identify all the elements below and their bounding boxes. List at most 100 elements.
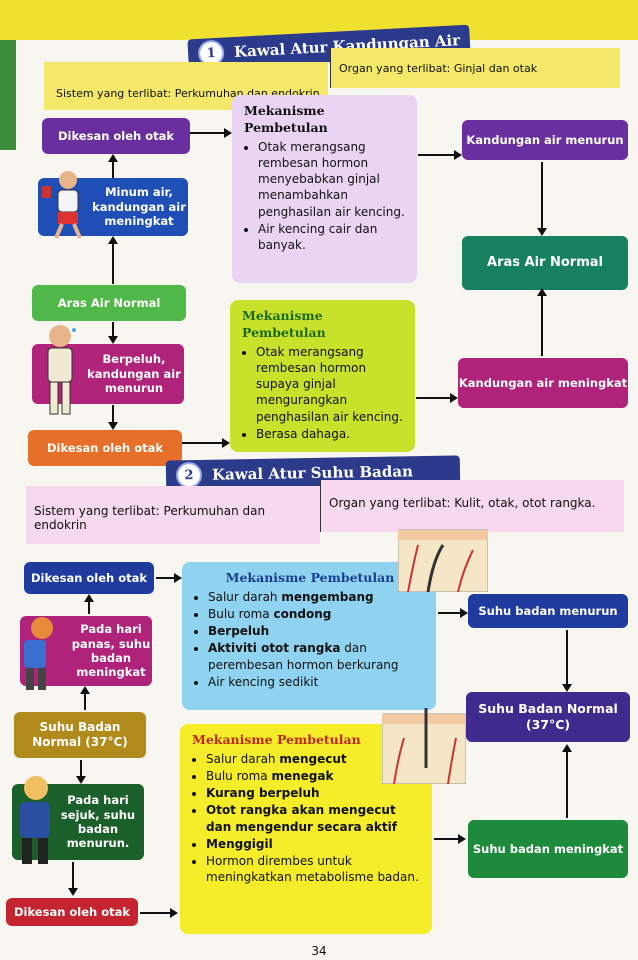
s1-detected-brain-bottom: Dikesan oleh otak (28, 430, 182, 466)
arrow-head (537, 288, 547, 296)
arrow (140, 912, 172, 914)
arrow (84, 692, 86, 710)
s1-mechanism-1: Mekanisme Pembetulan Otak merangsang rem… (232, 95, 417, 283)
arrow-head (108, 336, 118, 344)
skin-cold-diagram-icon (382, 708, 466, 784)
arrow (112, 160, 114, 178)
arrow (112, 242, 114, 284)
s2-mechanism-1: Mekanisme Pembetulan Salur darah mengemb… (182, 562, 436, 710)
arrow-head (76, 776, 86, 784)
arrow (72, 862, 74, 888)
item-text: Bulu roma (206, 769, 272, 784)
item-text: Hormon dirembes untuk meningkatkan metab… (206, 854, 419, 885)
s1-detected-brain-top: Dikesan oleh otak (42, 118, 190, 154)
item-bold-text: mengecut (279, 751, 347, 766)
mechanism-item: Salur darah mengecut (206, 751, 422, 767)
page-edge-strip (0, 40, 16, 150)
arrow (418, 154, 454, 156)
arrow-head (108, 422, 118, 430)
arrow-head (562, 744, 572, 752)
s2-detected-top: Dikesan oleh otak (24, 562, 154, 594)
s2-normal-left: Suhu Badan Normal (37°C) (14, 712, 146, 758)
arrow-head (537, 228, 547, 236)
arrow (156, 577, 174, 579)
s2-mech1-list: Salur darah mengembangBulu roma condongB… (194, 589, 426, 690)
mechanism-item: Otot rangka akan mengecut dan mengendur … (206, 802, 422, 834)
item-bold-text: Berpeluh (208, 624, 270, 639)
s1-mech1-title: Mekanisme Pembetulan (244, 103, 328, 135)
s2-normal-right: Suhu Badan Normal (37°C) (466, 692, 630, 742)
mechanism-item: Kurang berpeluh (206, 785, 422, 801)
s2-temp-up: Suhu badan meningkat (468, 820, 628, 878)
hot-person-icon (24, 617, 53, 690)
section2-organ-bar: Organ yang terlibat: Kulit, otak, otot r… (320, 480, 624, 532)
arrow-head (170, 908, 178, 918)
arrow-head (460, 608, 468, 618)
arrow-head (562, 684, 572, 692)
mechanism-item: Berpeluh (208, 623, 426, 639)
arrow-head (68, 888, 78, 896)
arrow-head (108, 236, 118, 244)
sweating-person-icon (47, 325, 76, 415)
item-bold-text: Otot rangka akan mengecut dan mengendur … (206, 803, 397, 834)
drinking-person-icon (42, 171, 82, 239)
arrow (88, 600, 90, 614)
mechanism-item: Bulu roma condong (208, 606, 426, 622)
arrow (182, 442, 224, 444)
s2-mech2-title: Mekanisme Pembetulan (192, 732, 361, 747)
s2-mech1-title: Mekanisme Pembetulan (225, 570, 395, 585)
arrow-head (458, 834, 466, 844)
item-text: Air kencing sedikit (208, 674, 319, 689)
section2-organ: Organ yang terlibat: Kulit, otak, otot r… (329, 496, 596, 510)
mechanism-item: Salur darah mengembang (208, 589, 426, 605)
arrow (80, 760, 82, 776)
item-bold-text: Aktiviti otot rangka (208, 641, 341, 656)
item-text: Salur darah (208, 589, 282, 604)
s1-normal-left: Aras Air Normal (32, 285, 186, 321)
item-bold-text: Kurang berpeluh (206, 786, 320, 801)
arrow-head (450, 393, 458, 403)
arrow (112, 405, 114, 422)
mechanism-item: Bulu roma menegak (206, 768, 422, 784)
arrow (541, 162, 543, 228)
item-text: Salur darah (206, 751, 280, 766)
mechanism-item: Hormon dirembes untuk meningkatkan metab… (206, 853, 422, 885)
item-bold-text: menegak (271, 769, 334, 784)
s1-mech1-item: Air kencing cair dan banyak. (258, 221, 407, 253)
arrow-head (174, 573, 182, 583)
arrow (566, 630, 568, 684)
s2-temp-down: Suhu badan menurun (468, 594, 628, 628)
arrow (190, 132, 224, 134)
section1-organ: Organ yang terlibat: Ginjal dan otak (339, 61, 538, 75)
arrow-head (454, 150, 462, 160)
s1-water-up: Kandungan air meningkat (458, 358, 628, 408)
mechanism-item: Aktiviti otot rangka dan perembesan horm… (208, 640, 426, 672)
item-bold-text: condong (273, 607, 332, 622)
s1-water-down: Kandungan air menurun (462, 120, 628, 160)
arrow (416, 397, 452, 399)
s1-mech2-title: Mekanisme Pembetulan (242, 308, 326, 340)
page-number: 34 (311, 944, 327, 958)
arrow-head (84, 594, 94, 602)
cold-person-icon (20, 776, 50, 864)
arrow (112, 322, 114, 336)
item-text: Bulu roma (208, 607, 274, 622)
arrow-head (222, 438, 230, 448)
arrow (434, 838, 460, 840)
item-text: dan perembesan hormon berkurang (208, 641, 399, 672)
section1-organ-bar: Organ yang terlibat: Ginjal dan otak (330, 48, 620, 88)
s1-mechanism-2: Mekanisme Pembetulan Otak merangsang rem… (230, 300, 415, 452)
arrow (566, 752, 568, 818)
s1-mech2-item: Berasa dahaga. (256, 426, 405, 442)
arrow (438, 612, 460, 614)
s2-mech2-list: Salur darah mengecutBulu roma menegakKur… (192, 751, 422, 886)
mechanism-item: Menggigil (206, 836, 422, 852)
item-bold-text: mengembang (281, 589, 374, 604)
arrow-head (108, 154, 118, 162)
skin-hot-diagram-icon (398, 529, 488, 592)
item-bold-text: Menggigil (206, 836, 273, 851)
s1-mech1-item: Otak merangsang rembesan hormon menyebab… (258, 139, 407, 220)
s1-normal-right: Aras Air Normal (462, 236, 628, 290)
mechanism-item: Air kencing sedikit (208, 674, 426, 690)
arrow-head (80, 686, 90, 694)
